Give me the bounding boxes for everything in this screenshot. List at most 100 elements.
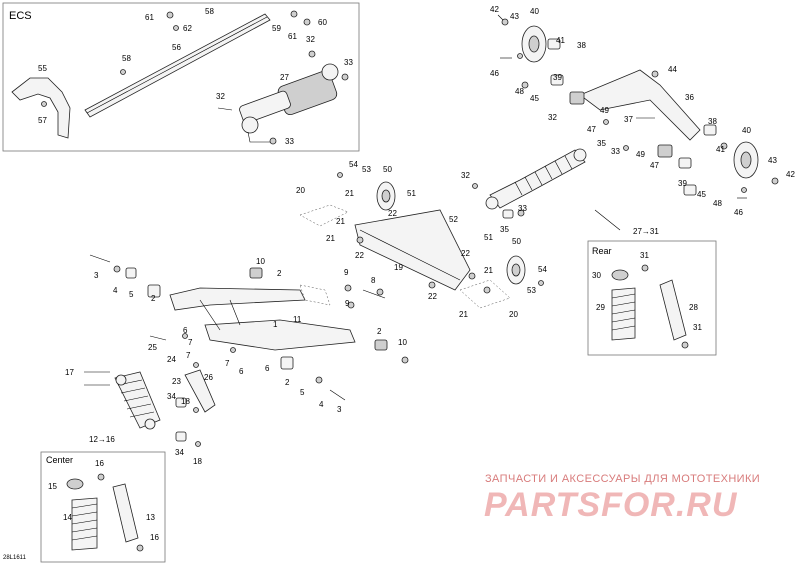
callout-7: 7	[225, 359, 230, 368]
callout-53: 53	[362, 165, 371, 174]
rear-frame	[587, 240, 717, 356]
callout-33: 33	[518, 204, 527, 213]
callout-18: 18	[181, 397, 190, 406]
callout-58: 58	[205, 7, 214, 16]
callout-53: 53	[527, 286, 536, 295]
center-ref: 12→16	[89, 435, 115, 444]
lower-arm-part	[204, 319, 356, 351]
ecs-title: ECS	[9, 10, 32, 22]
rear-ref: 27→31	[633, 227, 659, 236]
callout-58: 58	[122, 54, 131, 63]
rear-arm-assembly: 42 43 40 41 38 46 48 45 39 44 36 49 47 3…	[490, 5, 795, 217]
callout-39: 39	[553, 73, 562, 82]
callout-48: 48	[713, 199, 722, 208]
callout-4: 4	[113, 286, 118, 295]
callout-43: 43	[510, 12, 519, 21]
callout-22: 22	[461, 249, 470, 258]
callout-29: 29	[596, 303, 605, 312]
callout-25: 25	[148, 343, 157, 352]
callout-3: 3	[94, 271, 99, 280]
ecs-inset: ECS 61 62 58 59 60 61 56 32 5	[2, 2, 360, 152]
callout-34: 34	[175, 448, 184, 457]
callout-10: 10	[398, 338, 407, 347]
callout-21: 21	[484, 266, 493, 275]
cross-shaft-assembly: 54 53 50 20 21 21 51 22 21 22 52 19 51 5…	[296, 160, 547, 319]
callout-61: 61	[288, 32, 297, 41]
callout-33: 33	[285, 137, 294, 146]
callout-17: 17	[65, 368, 74, 377]
callout-45: 45	[530, 94, 539, 103]
ecs-frame	[2, 2, 360, 152]
callout-28: 28	[689, 303, 698, 312]
callout-49: 49	[600, 106, 609, 115]
callout-32: 32	[216, 92, 225, 101]
callout-40: 40	[530, 7, 539, 16]
callout-11: 11	[293, 315, 302, 324]
callout-59: 59	[272, 24, 281, 33]
watermark-logo: PARTSFOR.RU	[484, 486, 738, 524]
callout-50: 50	[383, 165, 392, 174]
watermark-tagline: ЗАПЧАСТИ И АКСЕССУАРЫ ДЛЯ МОТОТЕХНИКИ	[485, 473, 761, 485]
callout-13: 13	[146, 513, 155, 522]
callout-1: 1	[273, 320, 278, 329]
callout-44: 44	[668, 65, 677, 74]
callout-61: 61	[145, 13, 154, 22]
callout-31: 31	[640, 251, 649, 260]
callout-39: 39	[678, 179, 687, 188]
callout-35: 35	[500, 225, 509, 234]
callout-38: 38	[577, 41, 586, 50]
callout-5: 5	[129, 290, 134, 299]
callout-54: 54	[538, 265, 547, 274]
front-arm-assembly: 3 4 5 2 10 2 9 8 9 11 6 7 1 6 7 25 24 7 …	[89, 254, 409, 414]
callout-24: 24	[167, 355, 176, 364]
callout-38: 38	[708, 117, 717, 126]
callout-31: 31	[693, 323, 702, 332]
callout-27: 27	[280, 73, 289, 82]
callout-20: 20	[509, 310, 518, 319]
callout-2: 2	[151, 294, 156, 303]
callout-14: 14	[63, 513, 72, 522]
callout-3: 3	[337, 405, 342, 414]
callout-19: 19	[394, 263, 403, 272]
callout-7: 7	[188, 338, 193, 347]
callout-2: 2	[277, 269, 282, 278]
callout-22: 22	[355, 251, 364, 260]
bracket-part	[11, 77, 71, 139]
callout-40: 40	[742, 126, 751, 135]
callout-62: 62	[183, 24, 192, 33]
callout-47: 47	[587, 125, 596, 134]
callout-54: 54	[349, 160, 358, 169]
callout-30: 30	[592, 271, 601, 280]
callout-4: 4	[319, 400, 324, 409]
callout-26: 26	[204, 373, 213, 382]
callout-7: 7	[186, 351, 191, 360]
callout-55: 55	[38, 64, 47, 73]
callout-18: 18	[193, 457, 202, 466]
callout-32: 32	[548, 113, 557, 122]
callout-9: 9	[344, 268, 349, 277]
callout-48: 48	[515, 87, 524, 96]
callout-42: 42	[786, 170, 795, 179]
callout-60: 60	[318, 18, 327, 27]
rear-shock-part	[489, 149, 586, 209]
callout-49: 49	[636, 150, 645, 159]
ecs-shock-part	[239, 63, 339, 143]
callout-6: 6	[239, 367, 244, 376]
callout-45: 45	[697, 190, 706, 199]
callout-43: 43	[768, 156, 777, 165]
callout-51: 51	[484, 233, 493, 242]
callout-16: 16	[150, 533, 159, 542]
main-rear-shock: 32 33 35	[461, 148, 621, 234]
callout-35: 35	[597, 139, 606, 148]
front-shock-assembly: 26 23 17 34 18 34 18 12→16	[65, 362, 216, 466]
callout-47: 47	[650, 161, 659, 170]
callout-6: 6	[265, 364, 270, 373]
center-frame	[40, 451, 166, 563]
callout-33: 33	[611, 147, 620, 156]
callout-15: 15	[48, 482, 57, 491]
callout-37: 37	[624, 115, 633, 124]
upper-arm-part	[169, 287, 306, 311]
link-part	[184, 369, 216, 413]
callout-36: 36	[685, 93, 694, 102]
